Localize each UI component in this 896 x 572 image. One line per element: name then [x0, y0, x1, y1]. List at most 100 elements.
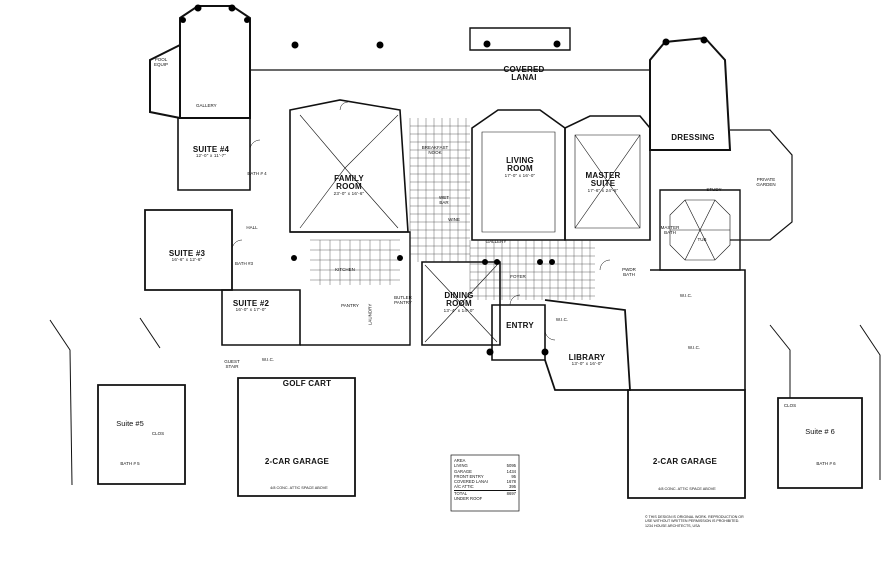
column	[553, 40, 561, 48]
door-swing	[339, 101, 349, 111]
golf-cart-label: GOLF CART	[282, 379, 332, 388]
covered-lanai-label: COVERED LANAI	[503, 65, 545, 83]
wine-label: WINE	[448, 217, 460, 222]
column	[194, 4, 202, 12]
clos-label-suite6: CLOS	[783, 403, 797, 408]
door-swing	[599, 259, 611, 271]
suite5-wall	[97, 384, 186, 485]
kitchen-wall	[290, 231, 411, 346]
suite4-wall	[177, 117, 251, 191]
column	[537, 259, 543, 265]
column	[541, 348, 549, 356]
master-bath-octagon	[669, 199, 731, 261]
tile-grid-lines	[310, 118, 595, 300]
gallery-label: GALLERY	[196, 103, 217, 108]
wic-label-suite2: W.I.C.	[261, 357, 275, 362]
hall-label: HALL	[246, 225, 258, 230]
wet-bar-label: WET BAR	[439, 195, 449, 205]
bath5-label: BATH # 5	[120, 461, 140, 466]
area-table-frame	[450, 454, 520, 512]
column	[486, 348, 494, 356]
family-tray-ceiling	[299, 114, 399, 229]
bath3-label: BATH #3	[235, 261, 253, 266]
copyright-note: © THIS DESIGN IS ORIGINAL WORK. REPRODUC…	[645, 515, 744, 528]
column	[700, 36, 708, 44]
family-room-wall	[289, 99, 409, 233]
foyer-label: FOYER	[510, 274, 526, 279]
suite6-label: Suite # 6	[805, 427, 835, 436]
wic-label-master: W.I.C.	[679, 293, 693, 298]
butler-pantry-label: BUTLER PANTRY	[394, 295, 412, 305]
column	[291, 41, 299, 49]
entry-label: ENTRY	[506, 321, 534, 330]
bath4-label: BATH # 4	[247, 171, 267, 176]
private-garden-label: PRIVATE GARDEN	[756, 177, 776, 187]
column	[228, 4, 236, 12]
top-stair-wall	[469, 27, 571, 51]
suite5-stair	[49, 317, 161, 486]
gallery-wall	[179, 5, 251, 119]
left-garage-note: 4/8 CONC. ATTIC SPACE ABOVE	[270, 486, 328, 490]
column	[483, 40, 491, 48]
laundry-label: LAUNDRY	[367, 303, 373, 326]
kitchen-label: KITCHEN	[335, 267, 355, 272]
door-swings	[231, 101, 611, 341]
column	[549, 259, 555, 265]
dressing-label: DRESSING	[671, 133, 715, 142]
column	[376, 41, 384, 49]
tile-grid	[310, 118, 595, 300]
suite6-wall	[777, 397, 863, 489]
guest-stair-label: GUEST STAIR	[224, 359, 240, 369]
column	[244, 17, 250, 23]
gallery-bay-wall	[149, 44, 181, 119]
column	[494, 259, 500, 265]
study-label: STUDY	[706, 187, 722, 192]
suite5-label: Suite #5	[116, 419, 144, 428]
right-garage-label: 2-CAR GARAGE	[652, 457, 718, 466]
column	[662, 38, 670, 46]
right-garage-wall	[627, 389, 746, 499]
master-bath-label: MASTER BATH	[660, 225, 680, 235]
columns	[180, 4, 708, 356]
column	[482, 259, 488, 265]
powder-bath-label: PWDR BATH	[622, 267, 636, 277]
area-title: AREA	[454, 458, 466, 463]
private-garden-wall	[730, 129, 793, 241]
right-garage-note: 4/8 CONC. ATTIC SPACE ABOVE	[658, 487, 716, 491]
bath6-label: BATH # 6	[816, 461, 836, 466]
suite6-stair	[769, 324, 881, 480]
door-swing	[249, 139, 261, 151]
column	[397, 255, 403, 261]
dining-room-wall	[421, 261, 501, 346]
clos-label-suite5: CLOS	[151, 431, 165, 436]
library-wall	[544, 299, 631, 391]
right-wing-wall	[650, 269, 746, 390]
column	[291, 255, 297, 261]
left-garage-label: 2-CAR GARAGE	[264, 457, 330, 466]
left-garage-wall	[237, 377, 356, 497]
living-tray	[481, 131, 556, 233]
gallery-hall-label: GALLERY	[485, 239, 507, 244]
wic-label-right: W.I.C.	[687, 345, 701, 350]
master-tray	[574, 134, 641, 229]
pantry-label: PANTRY	[341, 303, 359, 308]
dining-tray	[424, 264, 498, 343]
wic-label-library: W.I.C.	[555, 317, 569, 322]
pool-equip-label: POOL EQUIP	[153, 57, 168, 67]
